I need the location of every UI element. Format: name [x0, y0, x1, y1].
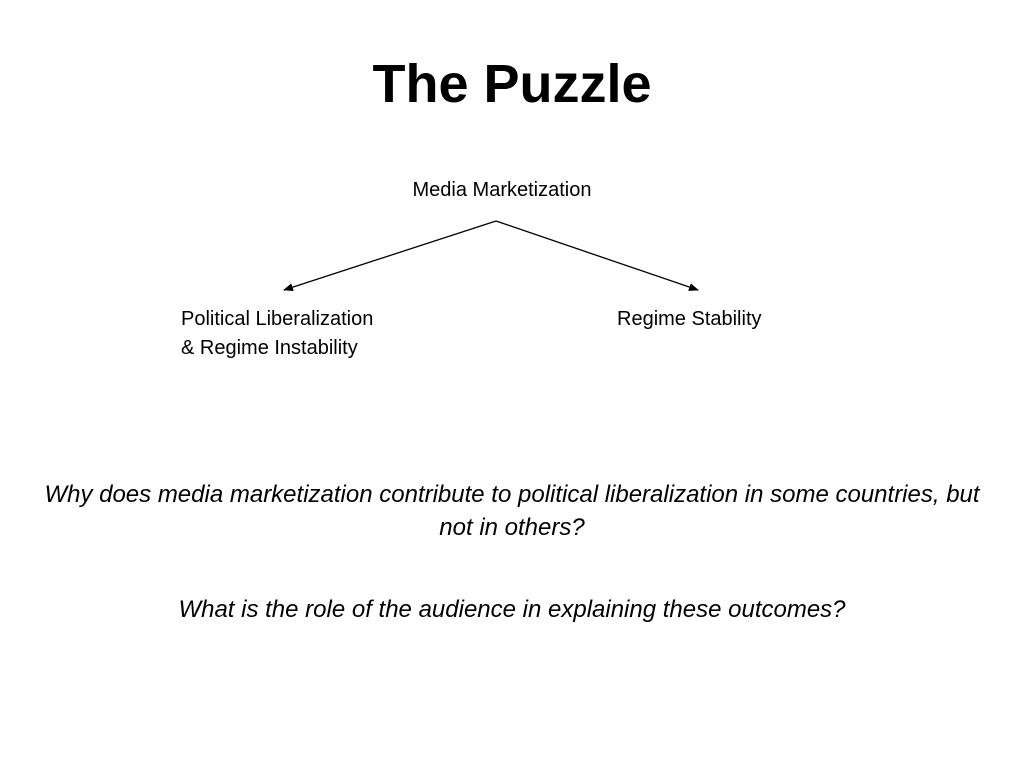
diagram-root-node: Media Marketization	[412, 179, 592, 201]
diagram-left-outcome-node: Political Liberalization & Regime Instab…	[181, 308, 374, 359]
diagram-right-outcome-node: Regime Stability	[617, 308, 762, 330]
question-2: What is the role of the audience in expl…	[178, 596, 846, 623]
question-1: Why does media marketization contribute …	[44, 481, 980, 541]
arrow-to-right-outcome	[495, 220, 699, 291]
arrow-to-left-outcome	[283, 220, 497, 292]
slide-title: The Puzzle	[372, 54, 652, 114]
